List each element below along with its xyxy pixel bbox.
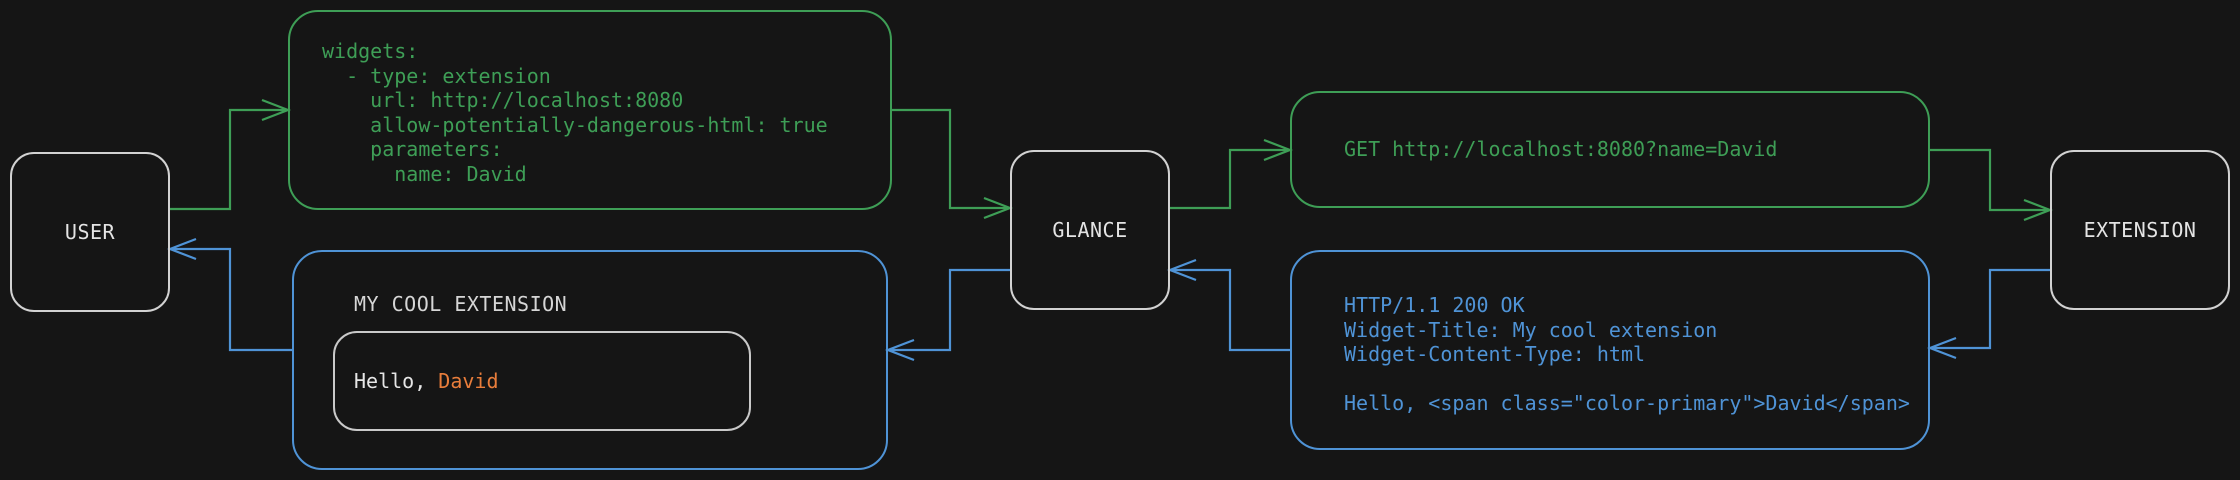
widget-title: MY COOL EXTENSION	[354, 292, 568, 316]
arrow-glance-to-widget	[884, 268, 1010, 362]
response-box: HTTP/1.1 200 OK Widget-Title: My cool ex…	[1290, 250, 1930, 450]
arrow-glance-to-request	[1170, 138, 1294, 210]
request-box: GET http://localhost:8080?name=David	[1290, 91, 1930, 208]
user-node-label: USER	[64, 220, 116, 244]
config-code: widgets: - type: extension url: http://l…	[322, 39, 828, 186]
arrow-config-to-glance	[892, 108, 1014, 220]
greeting-text: Hello,	[354, 368, 439, 393]
arrow-extension-to-response	[1926, 268, 2050, 360]
user-node: USER	[10, 152, 170, 312]
config-box: widgets: - type: extension url: http://l…	[288, 10, 892, 210]
arrow-widget-to-user	[166, 237, 292, 352]
glance-node: GLANCE	[1010, 150, 1170, 310]
arrow-user-to-config	[170, 98, 292, 211]
arrow-request-to-extension	[1930, 148, 2054, 222]
arrow-response-to-glance	[1166, 258, 1290, 352]
greeting-name: David	[438, 368, 499, 393]
widget-preview-box: MY COOL EXTENSION Hello, David	[292, 250, 888, 470]
extension-node-label: EXTENSION	[2083, 218, 2197, 242]
extension-node: EXTENSION	[2050, 150, 2230, 310]
widget-inner-box: Hello, David	[333, 330, 751, 431]
glance-node-label: GLANCE	[1052, 218, 1128, 242]
response-code: HTTP/1.1 200 OK Widget-Title: My cool ex…	[1344, 293, 1910, 415]
request-code: GET http://localhost:8080?name=David	[1344, 137, 1778, 162]
